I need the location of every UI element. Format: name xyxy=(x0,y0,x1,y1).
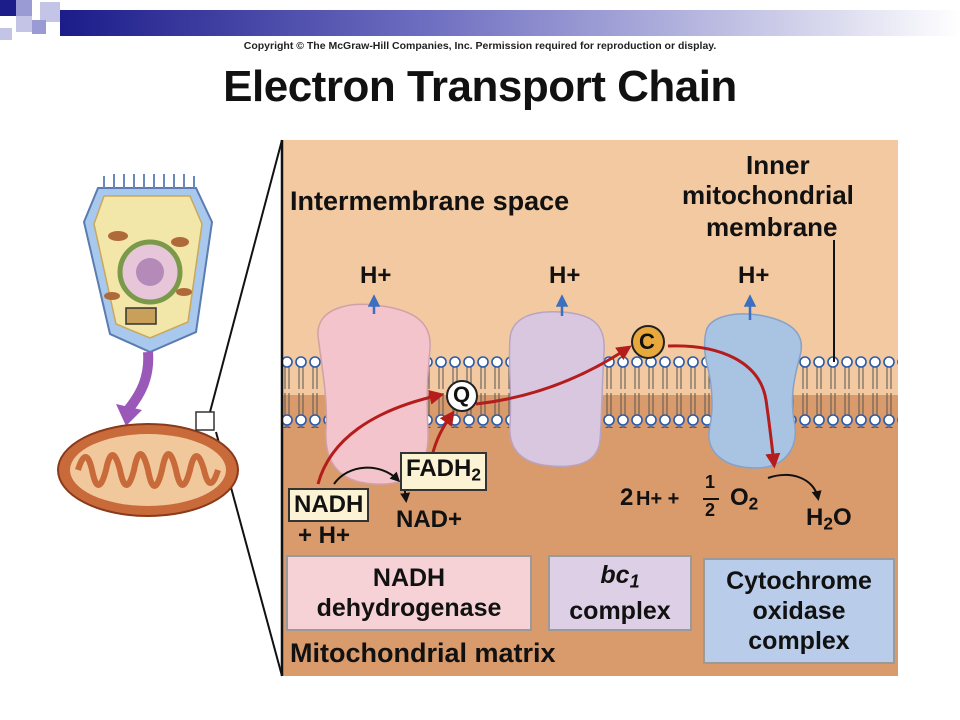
plus-h-label: + H+ xyxy=(298,522,351,549)
inner-membrane-label-2: mitochondrial xyxy=(682,180,854,210)
page-title: Electron Transport Chain xyxy=(223,62,737,111)
q-label: Q xyxy=(453,382,471,407)
h-plus-label-3: H+ xyxy=(738,262,770,289)
h-plus-label-1: H+ xyxy=(360,262,392,289)
inner-membrane-label-1: Inner xyxy=(746,150,810,180)
bc1-complex-box: bc1 complex xyxy=(548,555,692,631)
zoom-arrow xyxy=(124,351,154,414)
equation-oxygen: O2 xyxy=(730,484,759,514)
nadh-tag: NADH xyxy=(288,488,370,522)
c-label: C xyxy=(639,329,655,354)
zoom-line-top xyxy=(209,139,283,413)
q-circle xyxy=(446,380,478,412)
cell-illustration xyxy=(82,174,214,354)
equation-h-plus: H+ + xyxy=(636,488,680,510)
water-label: H2O xyxy=(806,504,852,534)
c-circle xyxy=(631,325,665,359)
copyright-notice: Copyright © The McGraw-Hill Companies, I… xyxy=(243,40,717,52)
nadh-dehydrogenase-box: NADH dehydrogenase xyxy=(286,555,532,631)
intermembrane-space-label: Intermembrane space xyxy=(290,186,570,216)
nad-plus-label: NAD+ xyxy=(396,506,463,533)
equation-two: 2 xyxy=(620,484,634,511)
equation-denominator: 2 xyxy=(705,500,716,520)
bc1-complex xyxy=(508,310,605,468)
h-plus-label-2: H+ xyxy=(549,262,581,289)
mitochondrial-matrix-label: Mitochondrial matrix xyxy=(290,638,556,668)
equation-numerator: 1 xyxy=(705,472,716,492)
cytochrome-oxidase-complex xyxy=(703,313,803,469)
cytochrome-oxidase-box: Cytochrome oxidase complex xyxy=(703,558,895,664)
inner-membrane-label-3: membrane xyxy=(706,212,838,242)
fadh2-tag: FADH2 xyxy=(400,452,487,492)
mitochondrion-illustration xyxy=(57,411,239,517)
